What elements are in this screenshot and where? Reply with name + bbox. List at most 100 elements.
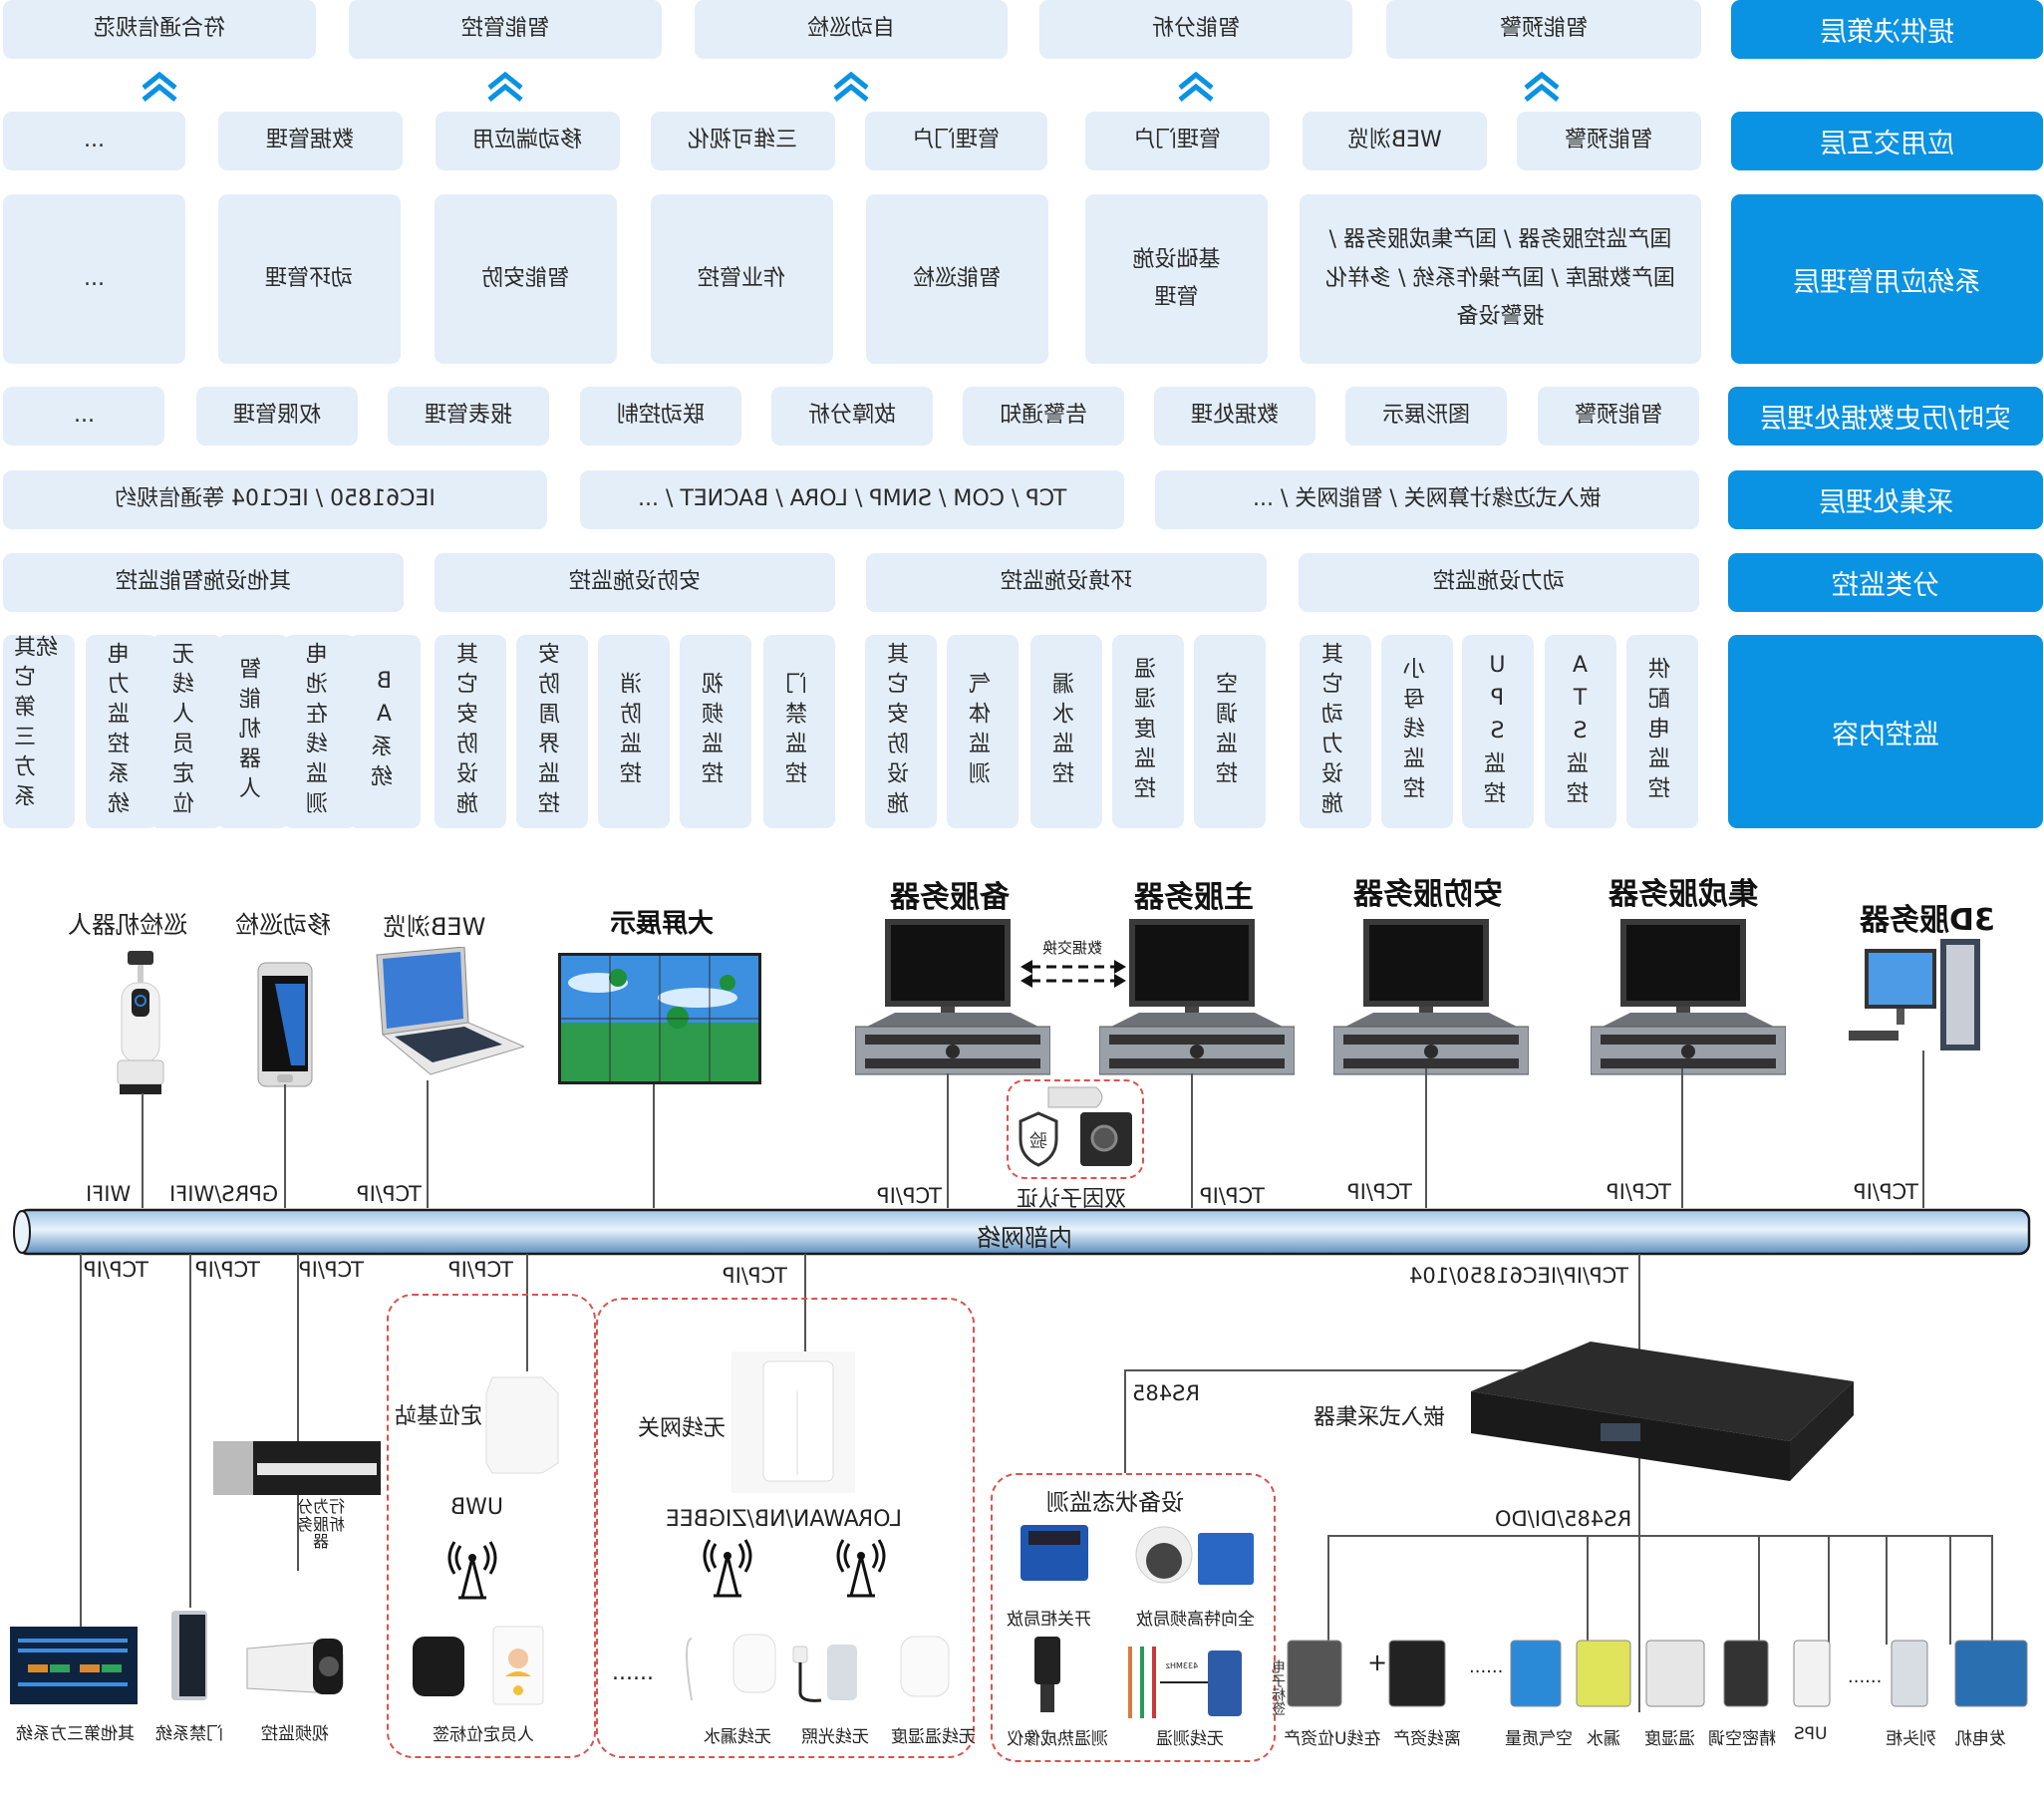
- link-line: [1681, 1068, 1683, 1208]
- content-item: 其它安防设施: [865, 635, 937, 828]
- link-label: TCP/IP: [195, 1258, 260, 1282]
- content-item: UPS监控: [1462, 635, 1534, 828]
- content-item: 漏水监控: [1030, 635, 1102, 828]
- data-processing-item: 故障分析: [771, 387, 933, 446]
- layer-label-decision: 提供决策层: [1731, 0, 2043, 59]
- content-item-label: ATS监控: [1568, 652, 1593, 811]
- wireless-protocol-label: LORAWAN/NB/ZIGBEE: [666, 1507, 902, 1532]
- leak-sensor-icon: [686, 1634, 776, 1701]
- field-device-label: 温湿度: [1644, 1729, 1695, 1749]
- content-item-label: 智能机器人: [240, 657, 265, 806]
- precision-ac-icon: [1723, 1640, 1769, 1707]
- content-item: 安防周界监控: [516, 635, 588, 828]
- content-item-label: 小母线监控: [1404, 657, 1429, 806]
- system-app-item: 国产监控服务器 / 国产集成服务器 / 国产数据库 / 国产操作系统 / 多样化…: [1300, 194, 1701, 364]
- layer-label-content: 监控内容: [1728, 635, 2043, 828]
- interaction-item: 移动端应用: [436, 112, 620, 170]
- interaction-item: 数据管理: [218, 112, 403, 170]
- leak-detector-icon: [1576, 1640, 1631, 1707]
- face-camera-icon: [1080, 1112, 1132, 1166]
- bidirectional-arrow-icon: [1021, 960, 1126, 988]
- content-item-label: 漏水监控: [1053, 672, 1078, 791]
- decision-item: 符合通信规范: [3, 0, 316, 59]
- system-app-item: 动环管理: [218, 194, 401, 364]
- ups-icon: [1793, 1640, 1831, 1707]
- device-label-security-server: 安防服务器: [1353, 877, 1503, 912]
- plus-sign: +: [1367, 1649, 1388, 1676]
- interaction-item: 三维可视化: [651, 112, 835, 170]
- device-label-video: 视频监控: [261, 1724, 329, 1744]
- layer-label-collection: 采集处理层: [1728, 470, 2043, 529]
- system-app-item: 基础设施管理: [1085, 194, 1268, 364]
- robot-icon: [117, 951, 164, 1094]
- device-label-3d-server: 3D服务器: [1860, 903, 1995, 938]
- rs485-label: RS485: [1132, 1381, 1201, 1405]
- link-line: [189, 1254, 191, 1608]
- personnel-tag-icon: [492, 1626, 544, 1705]
- content-item: 电池在线监测: [284, 635, 356, 828]
- classification-item: 其他设施智能监控: [3, 553, 404, 612]
- chevron-up-icon: [1178, 71, 1214, 102]
- switchgear-pd-icon: [1021, 1525, 1088, 1581]
- uwb-label: UWB: [450, 1495, 503, 1520]
- asset-rack-icon: [1287, 1640, 1342, 1707]
- content-item: 消防监控: [598, 635, 670, 828]
- layer-label-classification: 分类监控: [1728, 553, 2043, 612]
- wireless-group: [596, 1298, 975, 1758]
- content-item-label: 其它安防设施: [457, 642, 482, 821]
- data-processing-item: 联动控制: [580, 387, 741, 446]
- link-line: [297, 1254, 299, 1571]
- column-cabinet-icon: [1891, 1640, 1928, 1707]
- network-bus: [13, 1208, 2031, 1256]
- server-icon: [1591, 919, 1786, 1075]
- link-line: [947, 1073, 949, 1208]
- interaction-item: 智能预警: [1517, 112, 1701, 170]
- field-drop-line: [1638, 1535, 1640, 1645]
- link-line: [804, 1254, 806, 1353]
- light-sensor-icon: [792, 1645, 857, 1702]
- link-line: [80, 1254, 82, 1628]
- status-item-label: 全向特高频局放: [1136, 1610, 1255, 1630]
- content-item-label: 电池在线监测: [307, 642, 332, 821]
- field-device-label: 发电机: [1955, 1729, 2006, 1749]
- layer-label-data-processing: 实时/历史数据处理层: [1728, 387, 2043, 446]
- field-device-label: 列头柜: [1886, 1729, 1936, 1749]
- smartphone-icon: [257, 962, 313, 1087]
- layer-label-system-app: 系统应用管理层: [1731, 194, 2043, 364]
- link-line: [1638, 1254, 1640, 1712]
- interaction-item: ...: [3, 112, 185, 170]
- network-bus-label: 内部网络: [977, 1224, 1072, 1252]
- data-processing-item: 报表管理: [388, 387, 549, 446]
- dashboard-screen-icon: [10, 1627, 138, 1704]
- generator-icon: [1954, 1640, 2028, 1707]
- content-item: 供配电监控: [1626, 635, 1698, 828]
- server-icon: [1099, 919, 1295, 1075]
- link-label: GPRS/WIFI: [169, 1182, 279, 1206]
- content-item-label: 安防周界监控: [539, 642, 564, 821]
- collector-label: 嵌入式采集器: [1314, 1405, 1446, 1430]
- content-item-label: UPS监控: [1485, 652, 1510, 811]
- field-drop-line: [1758, 1535, 1760, 1645]
- content-item-label: 消防监控: [621, 672, 646, 791]
- rfid-scanner-icon: [1388, 1640, 1446, 1707]
- personnel-tag-label: 人员定位标签: [433, 1725, 534, 1745]
- link-label: TCP/IP: [1854, 1180, 1918, 1204]
- data-processing-item: 智能预警: [1538, 387, 1699, 446]
- usb-key-icon: [1047, 1086, 1103, 1108]
- content-item: BA系统: [349, 635, 421, 828]
- thermal-camera-icon: [1034, 1637, 1060, 1712]
- svg-text:验: 验: [1029, 1131, 1047, 1152]
- content-item-label: 电力监控系统: [109, 642, 134, 821]
- ellipsis: ......: [612, 1660, 654, 1685]
- field-bus-line: [1327, 1535, 1991, 1537]
- decision-item: 自动巡检: [695, 0, 1008, 59]
- link-label: TCP/IP: [1347, 1180, 1412, 1204]
- collection-item: 嵌入式边缘计算网关 / 智能网关 / ...: [1155, 470, 1699, 529]
- uwb-group: [387, 1294, 596, 1758]
- content-item: 气体监测: [947, 635, 1019, 828]
- link-label: TCP/IP: [1606, 1180, 1671, 1204]
- content-item: 温湿度监控: [1112, 635, 1184, 828]
- link-line: [427, 1080, 429, 1208]
- server-icon: [1333, 919, 1529, 1075]
- interaction-item: 管理门户: [1085, 112, 1270, 170]
